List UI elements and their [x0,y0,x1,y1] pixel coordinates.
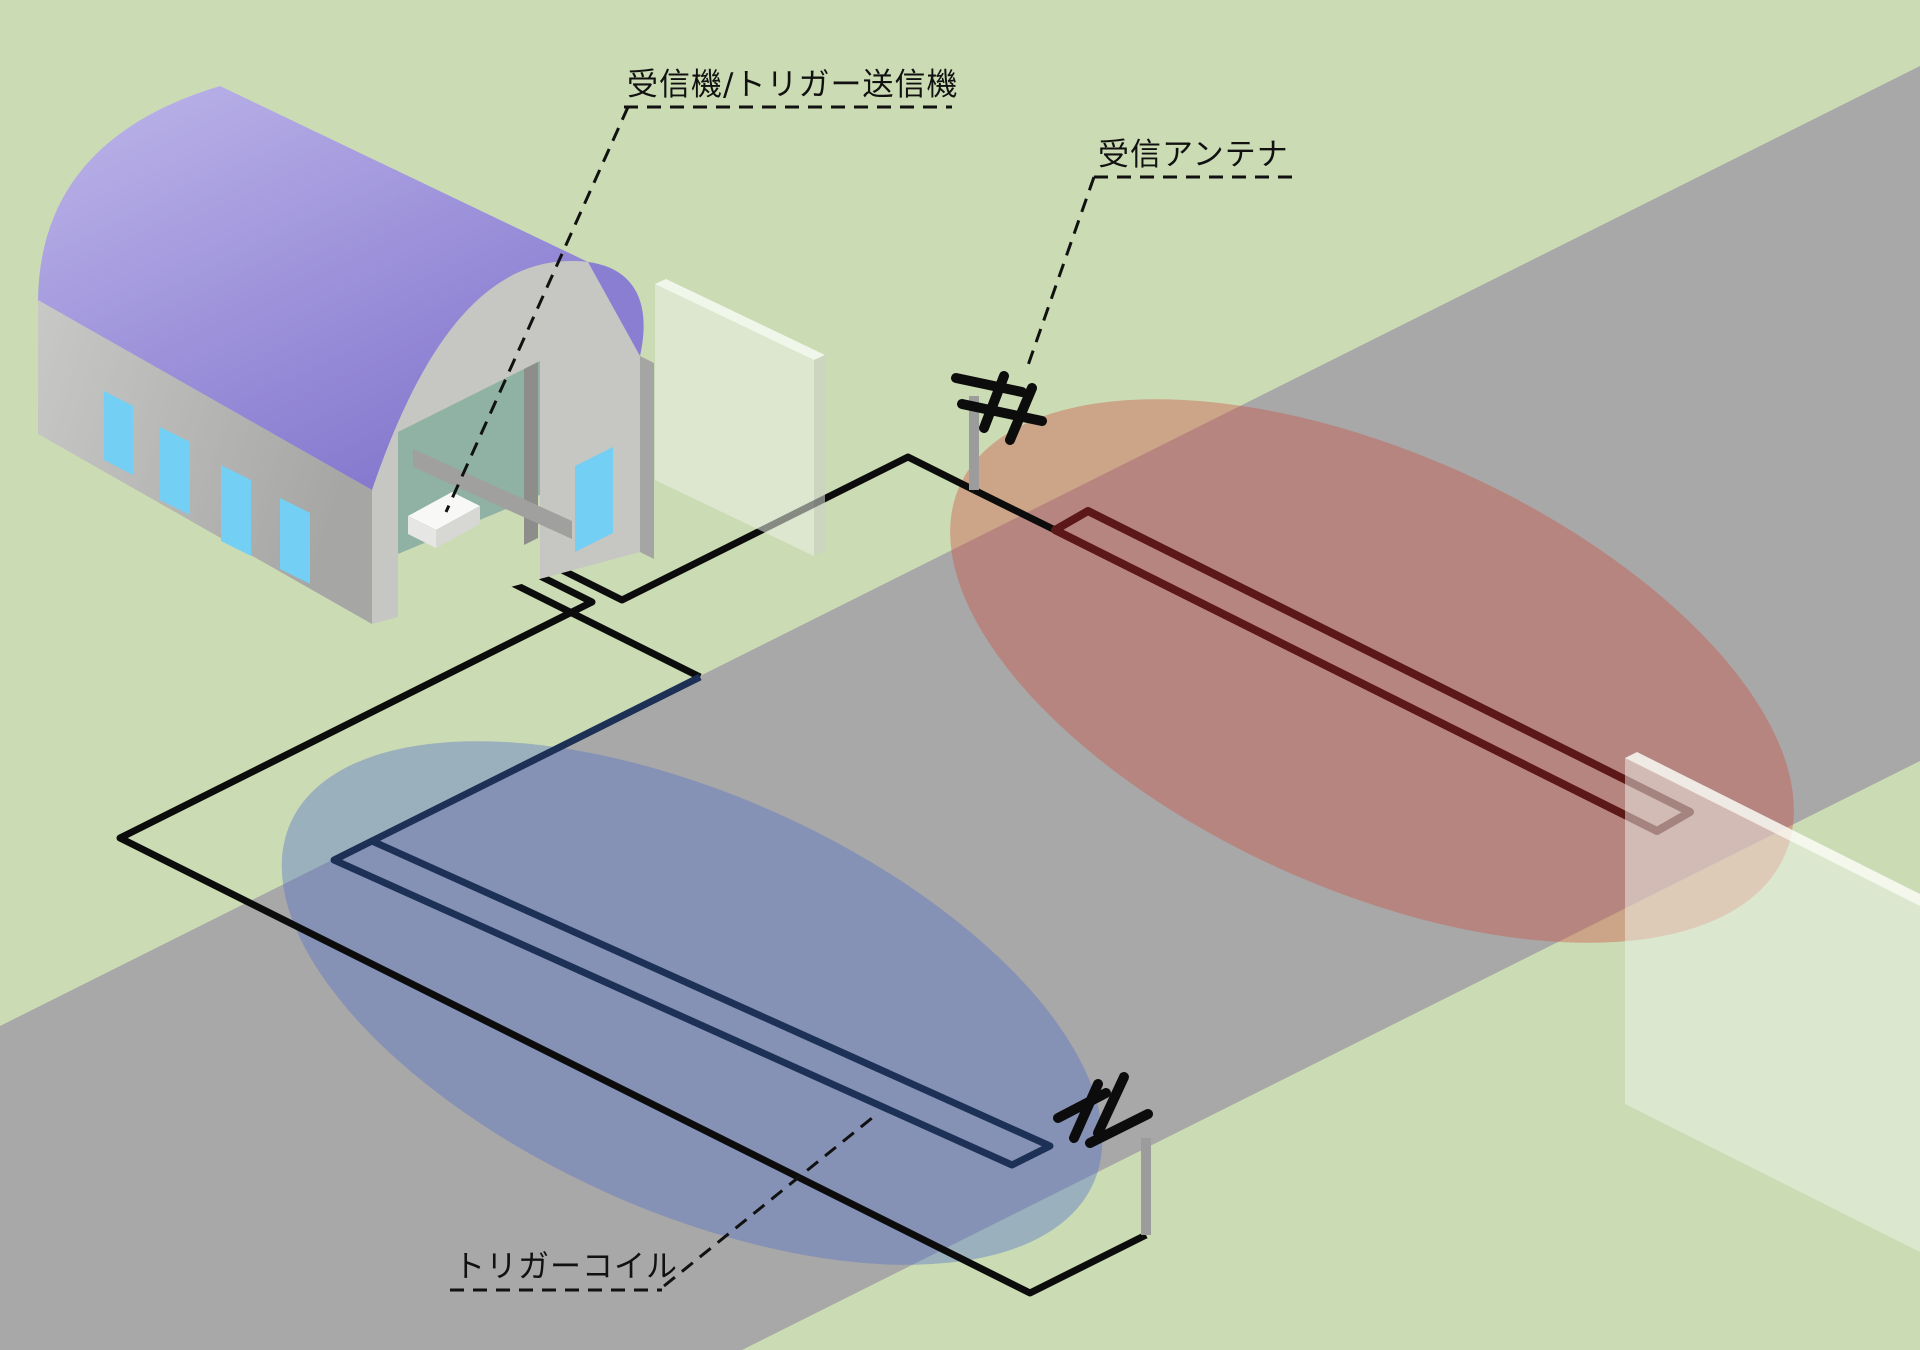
barrel-roof-end [588,262,644,356]
labels: 受信機/トリガー送信機 受信アンテナ トリガーコイル [444,67,1292,1292]
translucent-panel-left [655,279,825,556]
front-window [575,447,613,552]
window [280,498,310,584]
label-receiver-transmitter: 受信機/トリガー送信機 [444,67,958,513]
trigger-coil-feed-wire [370,673,702,845]
antenna-loop-feed-wire [972,486,1059,535]
antenna-icon [951,371,1047,445]
doorway-floor [398,495,540,617]
antenna-icon [1053,1072,1153,1148]
receive-antenna-label: 受信アンテナ [1098,137,1289,173]
trigger-field-ellipse [281,741,1103,1265]
leader-line [1024,176,1096,372]
top-antenna [951,371,1047,490]
antenna-field-ellipse [950,399,1794,943]
window [104,391,133,475]
building [38,86,654,624]
left-wall-windows [104,391,310,584]
label-trigger-coil: トリガーコイル [450,1116,873,1292]
trigger-coil-label: トリガーコイル [454,1249,678,1285]
building-side-edge [640,356,654,559]
roadway [0,66,1920,1350]
window [160,427,190,515]
trigger-coil-loop [330,837,1054,1169]
barrel-roof [38,86,588,490]
leader-line [444,106,630,513]
bottom-antenna [1053,1072,1153,1235]
receiver-transmitter-label: 受信機/トリガー送信機 [627,67,958,103]
receiver-box [408,492,480,548]
window [221,465,251,556]
door-jamb [524,362,538,545]
door-lintel [413,449,572,539]
translucent-panel-right [1625,752,1920,1252]
label-receive-antenna: 受信アンテナ [1024,137,1292,372]
